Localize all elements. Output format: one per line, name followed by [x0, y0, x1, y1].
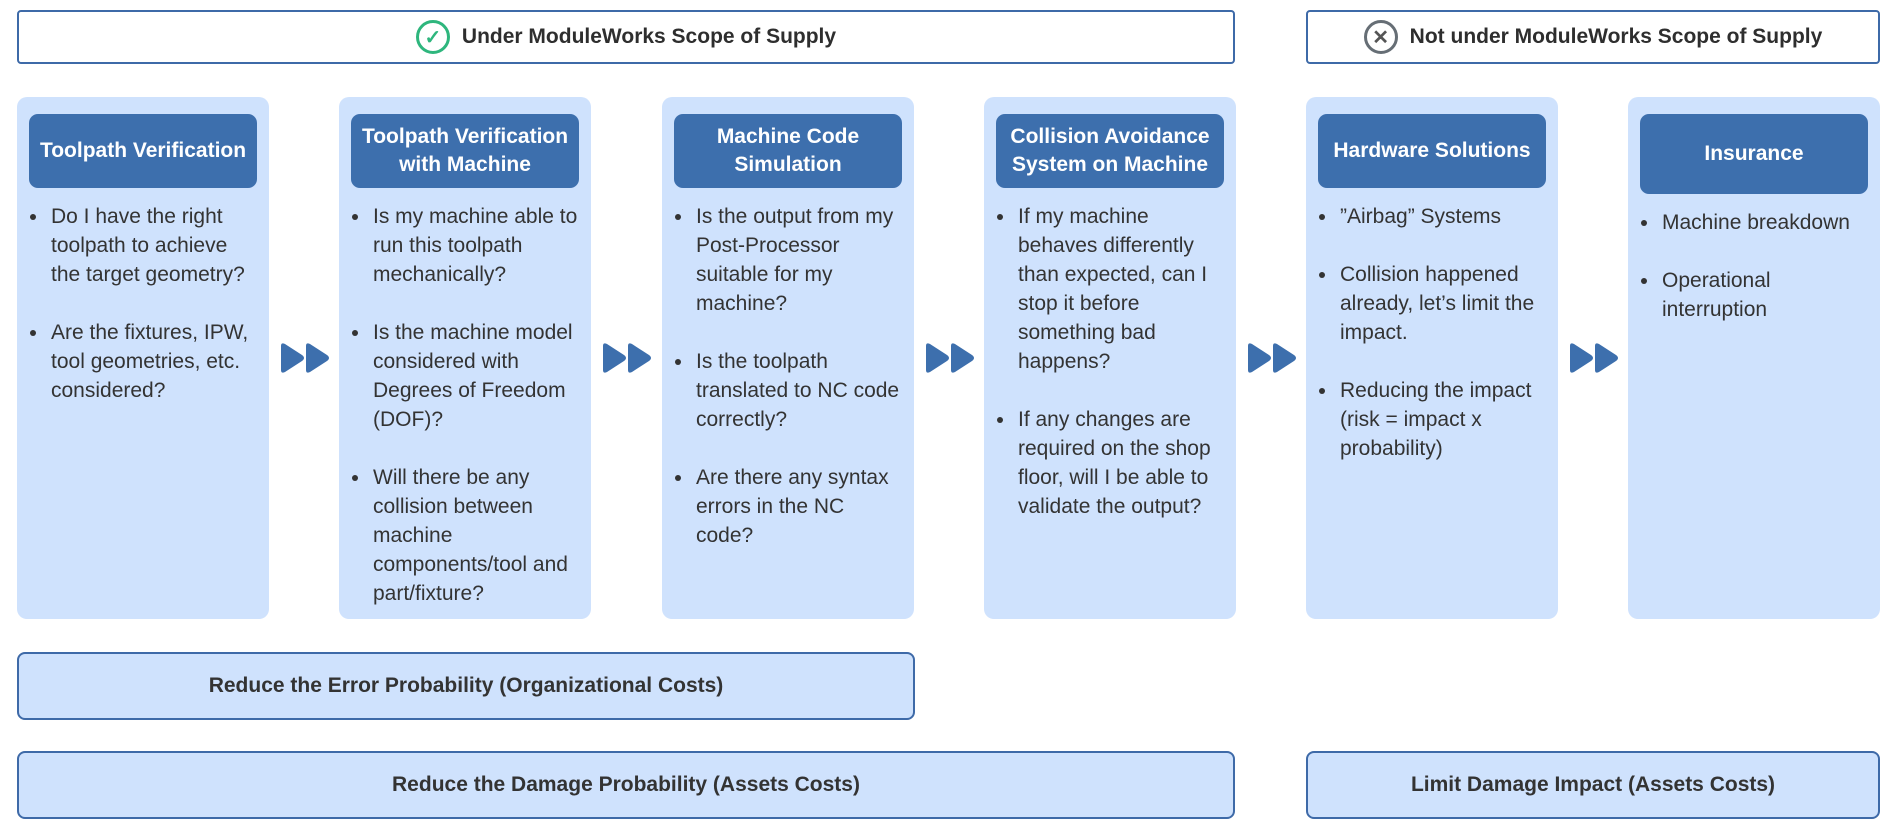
step-card: Hardware Solutions ”Airbag” SystemsCollis…	[1306, 97, 1558, 619]
bullet-item: ”Airbag” Systems	[1338, 202, 1548, 231]
step-card-title: Insurance	[1640, 114, 1868, 194]
bullet-item: Is the output from my Post-Processor sui…	[694, 202, 904, 318]
bullet-item: Machine breakdown	[1660, 208, 1870, 237]
bullet-item: Are there any syntax errors in the NC co…	[694, 463, 904, 550]
double-arrow-icon	[926, 343, 974, 373]
step-card-title: Machine Code Simulation	[674, 114, 902, 188]
error-probability-bar: Reduce the Error Probability (Organizati…	[17, 652, 915, 720]
out-of-scope-label: Not under ModuleWorks Scope of Supply	[1409, 25, 1823, 48]
step-card: Toolpath Verification Do I have the right…	[17, 97, 269, 619]
bullet-item: Collision happened already, let’s limit …	[1338, 260, 1548, 347]
double-arrow-icon	[281, 343, 329, 373]
bullet-item: Reducing the impact (risk = impact x pro…	[1338, 376, 1548, 463]
step-card-bullets: Do I have the right toolpath to achieve …	[17, 202, 259, 405]
double-arrow-icon	[1248, 343, 1296, 373]
step-card: Collision Avoidance System on Machine If …	[984, 97, 1236, 619]
bullet-item: Are the fixtures, IPW, tool geometries, …	[49, 318, 259, 405]
bullet-item: If any changes are required on the shop …	[1016, 405, 1226, 521]
bullet-item: Is my machine able to run this toolpath …	[371, 202, 581, 289]
bullet-item: Operational interruption	[1660, 266, 1870, 324]
step-card-title: Toolpath Verification with Machine	[351, 114, 579, 188]
damage-probability-bar: Reduce the Damage Probability (Assets Co…	[17, 751, 1235, 819]
bullet-item: Is the machine model considered with Deg…	[371, 318, 581, 434]
out-of-scope-banner: ✕ Not under ModuleWorks Scope of Supply	[1306, 10, 1880, 64]
damage-probability-label: Reduce the Damage Probability (Assets Co…	[392, 773, 860, 796]
limit-damage-bar: Limit Damage Impact (Assets Costs)	[1306, 751, 1880, 819]
step-card-bullets: ”Airbag” SystemsCollision happened alrea…	[1306, 202, 1548, 463]
step-card-title: Toolpath Verification	[29, 114, 257, 188]
step-card-title: Hardware Solutions	[1318, 114, 1546, 188]
step-card-title: Collision Avoidance System on Machine	[996, 114, 1224, 188]
step-card-bullets: Is my machine able to run this toolpath …	[339, 202, 581, 608]
check-circle-icon: ✓	[415, 20, 450, 54]
step-card-bullets: Machine breakdownOperational interruptio…	[1628, 208, 1870, 324]
bullet-item: If my machine behaves differently than e…	[1016, 202, 1226, 376]
double-arrow-icon	[1570, 343, 1618, 373]
in-scope-banner: ✓ Under ModuleWorks Scope of Supply	[17, 10, 1235, 64]
double-arrow-icon	[603, 343, 651, 373]
step-card: InsuranceMachine breakdownOperational in…	[1628, 97, 1880, 619]
step-card: Toolpath Verification with Machine Is my …	[339, 97, 591, 619]
bullet-item: Do I have the right toolpath to achieve …	[49, 202, 259, 289]
step-card: Machine Code Simulation Is the output fro…	[662, 97, 914, 619]
limit-damage-label: Limit Damage Impact (Assets Costs)	[1410, 773, 1776, 796]
error-probability-label: Reduce the Error Probability (Organizati…	[208, 674, 724, 697]
step-card-bullets: If my machine behaves differently than e…	[984, 202, 1226, 521]
bullet-item: Will there be any collision between mach…	[371, 463, 581, 608]
in-scope-label: Under ModuleWorks Scope of Supply	[461, 25, 837, 48]
x-circle-icon: ✕	[1363, 20, 1398, 54]
step-card-bullets: Is the output from my Post-Processor sui…	[662, 202, 904, 550]
bullet-item: Is the toolpath translated to NC code co…	[694, 347, 904, 434]
